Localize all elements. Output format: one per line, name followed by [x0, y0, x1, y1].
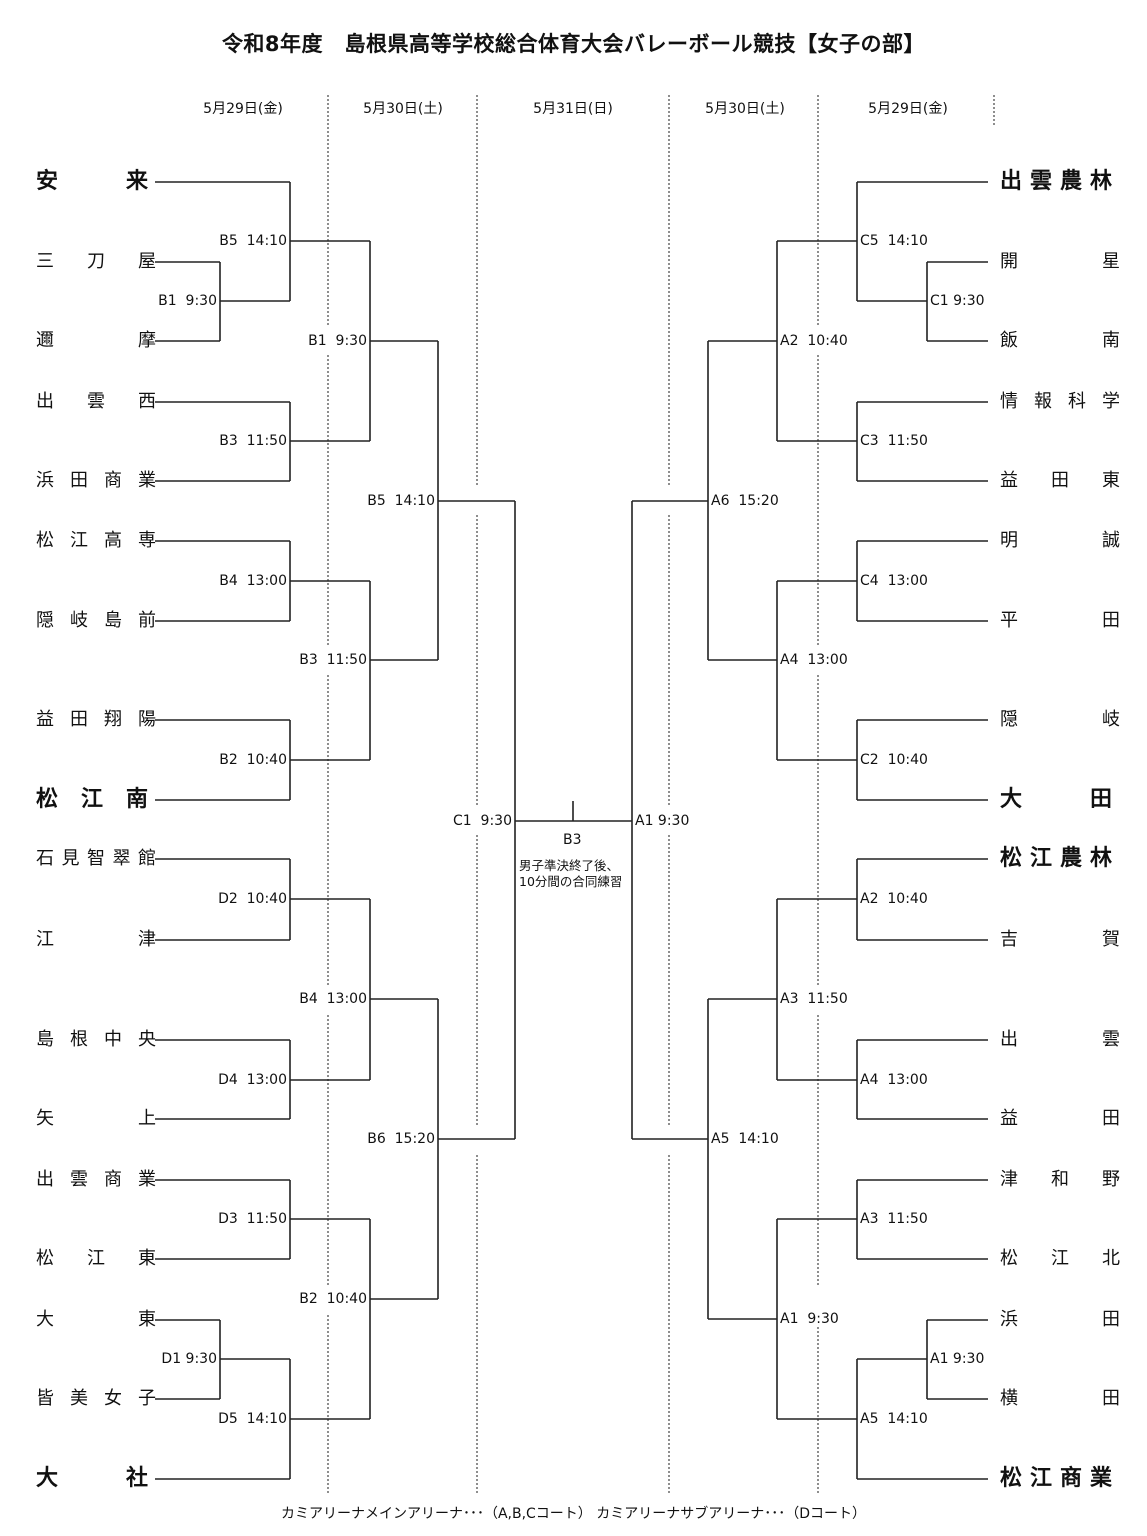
match-label: C1 9:30: [929, 293, 986, 309]
match-label: A4 13:00: [859, 1072, 929, 1088]
left-team-name: 大東: [36, 1309, 156, 1330]
left-team-name: 出雲商業: [36, 1169, 156, 1190]
left-team-name: 石見智翠館: [36, 848, 156, 869]
right-team-name: 津和野: [1000, 1169, 1120, 1190]
right-team-name: 松江商業: [1000, 1466, 1112, 1491]
match-label: A3 11:50: [779, 991, 849, 1007]
left-team-name: 邇摩: [36, 330, 156, 351]
left-team-name: 松江高専: [36, 530, 156, 551]
left-team-name: 皆美女子: [36, 1388, 156, 1409]
left-team-name: 三刀屋: [36, 251, 156, 272]
final-court-label: B3: [562, 832, 583, 848]
match-label: C5 14:10: [859, 233, 929, 249]
left-team-name: 安来: [36, 169, 148, 194]
right-team-name: 益田東: [1000, 470, 1120, 491]
left-team-name: 松江東: [36, 1248, 156, 1269]
match-label: A5 14:10: [859, 1411, 929, 1427]
right-team-name: 出雲農林: [1000, 169, 1112, 194]
match-label: B5 14:10: [366, 493, 436, 509]
right-team-name: 情報科学: [1000, 391, 1120, 412]
date-header-right-2: 5月30日(土): [705, 101, 785, 117]
left-team-name: 島根中央: [36, 1029, 156, 1050]
match-label: B2 10:40: [218, 752, 288, 768]
match-label: B1 9:30: [157, 293, 218, 309]
right-team-name: 松江北: [1000, 1248, 1120, 1269]
final-left-label: C1 9:30: [451, 813, 513, 829]
match-label: A6 15:20: [710, 493, 780, 509]
left-team-name: 大社: [36, 1466, 148, 1491]
match-label: D1 9:30: [160, 1351, 218, 1367]
date-header-center: 5月31日(日): [533, 101, 613, 117]
final-note: 男子準決終了後、10分間の合同練習: [519, 858, 623, 889]
match-label: A3 11:50: [859, 1211, 929, 1227]
right-team-name: 明誠: [1000, 530, 1120, 551]
date-header-right-1: 5月29日(金): [868, 101, 948, 117]
right-team-name: 横田: [1000, 1388, 1120, 1409]
left-team-name: 出雲西: [36, 391, 156, 412]
match-label: A2 10:40: [859, 891, 929, 907]
right-team-name: 平田: [1000, 610, 1120, 631]
final-right-label: A1 9:30: [634, 813, 691, 829]
left-team-name: 隠岐島前: [36, 610, 156, 631]
match-label: D3 11:50: [217, 1211, 288, 1227]
match-label: A4 13:00: [779, 652, 849, 668]
left-team-name: 松江南: [36, 787, 148, 812]
match-label: A1 9:30: [779, 1311, 840, 1327]
match-label: B2 10:40: [298, 1291, 368, 1307]
match-label: D5 14:10: [217, 1411, 288, 1427]
right-team-name: 松江農林: [1000, 846, 1112, 871]
match-label: B6 15:20: [366, 1131, 436, 1147]
match-label: A1 9:30: [929, 1351, 986, 1367]
right-team-name: 益田: [1000, 1108, 1120, 1129]
right-team-name: 吉賀: [1000, 929, 1120, 950]
match-label: B3 11:50: [298, 652, 368, 668]
right-team-name: 隠岐: [1000, 709, 1120, 730]
page-title: 令和8年度 島根県高等学校総合体育大会バレーボール競技【女子の部】: [221, 32, 926, 56]
match-label: C3 11:50: [859, 433, 929, 449]
date-header-left-1: 5月29日(金): [203, 101, 283, 117]
left-team-name: 益田翔陽: [36, 709, 156, 730]
match-label: B3 11:50: [218, 433, 288, 449]
match-label: A2 10:40: [779, 333, 849, 349]
right-team-name: 大田: [1000, 787, 1112, 812]
match-label: B5 14:10: [218, 233, 288, 249]
match-label: C4 13:00: [859, 573, 929, 589]
venue-footnote: カミアリーナメインアリーナ･･･（A,B,Cコート） カミアリーナサブアリーナ･…: [280, 1506, 867, 1522]
match-label: A5 14:10: [710, 1131, 780, 1147]
right-team-name: 浜田: [1000, 1309, 1120, 1330]
match-label: B4 13:00: [218, 573, 288, 589]
left-team-name: 江津: [36, 929, 156, 950]
match-label: C2 10:40: [859, 752, 929, 768]
date-header-left-2: 5月30日(土): [363, 101, 443, 117]
match-label: B4 13:00: [298, 991, 368, 1007]
left-team-name: 浜田商業: [36, 470, 156, 491]
right-team-name: 出雲: [1000, 1029, 1120, 1050]
match-label: D2 10:40: [217, 891, 288, 907]
left-team-name: 矢上: [36, 1108, 156, 1129]
right-team-name: 開星: [1000, 251, 1120, 272]
match-label: B1 9:30: [307, 333, 368, 349]
match-label: D4 13:00: [217, 1072, 288, 1088]
right-team-name: 飯南: [1000, 330, 1120, 351]
